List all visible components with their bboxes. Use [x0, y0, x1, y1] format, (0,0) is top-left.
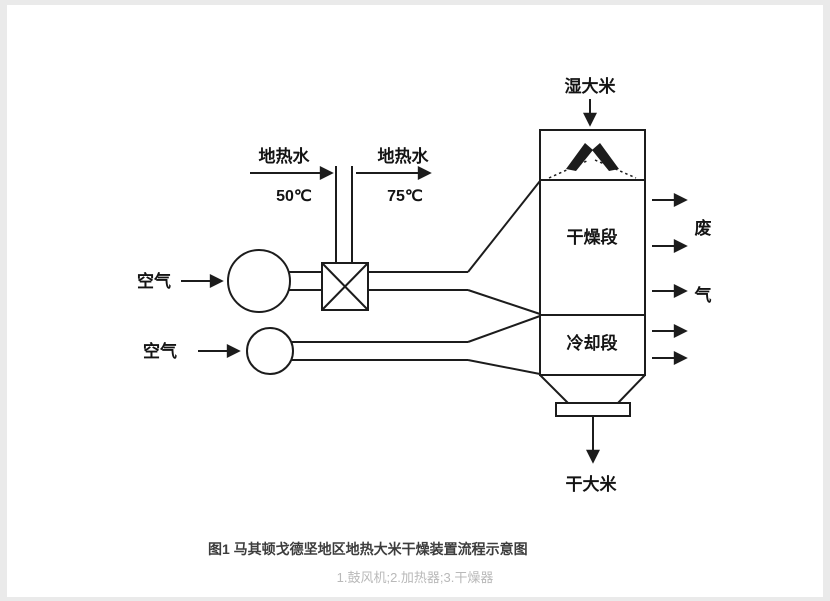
- wet-rice-label: 湿大米: [565, 76, 617, 96]
- air-inlet-label-2: 空气: [143, 341, 177, 361]
- hopper-flange: [555, 402, 631, 417]
- page-edge-bottom: [0, 597, 830, 601]
- waste-gas-label-char-2: 气: [694, 285, 712, 305]
- dryer-tower-outline: [539, 129, 646, 376]
- cooling-section-label: 冷却段: [567, 333, 618, 353]
- blower-2-icon: [246, 327, 294, 375]
- page-edge-top: [0, 0, 830, 5]
- water-temp-label-2: 75℃: [387, 188, 423, 205]
- heater-cross-line: [321, 262, 369, 311]
- figure-legend: 1.鼓风机;2.加热器;3.干燥器: [336, 570, 494, 585]
- hopper: [539, 374, 646, 404]
- geothermal-water-label-2: 地热水: [378, 146, 430, 166]
- spreader-icon: [566, 143, 593, 171]
- duct-line: [467, 289, 541, 315]
- drying-section-label: 干燥段: [567, 227, 618, 247]
- duct-line: [467, 315, 541, 343]
- duct-line: [467, 180, 541, 273]
- air-inlet-label-1: 空气: [137, 271, 171, 291]
- figure-caption: 图1 马其顿戈德坚地区地热大米干燥装置流程示意图: [208, 541, 528, 557]
- page-edge-right: [823, 0, 830, 601]
- blower-1-icon: [227, 249, 291, 313]
- dry-rice-label: 干大米: [566, 474, 618, 494]
- geothermal-water-label-1: 地热水: [259, 146, 311, 166]
- spreader-hatch: [548, 159, 590, 179]
- spreader-icon: [592, 143, 619, 171]
- waste-gas-label-char-1: 废: [695, 218, 712, 238]
- duct-line: [467, 359, 541, 375]
- page-edge-left: [0, 0, 7, 601]
- spreader-hatch: [594, 159, 637, 179]
- water-temp-label-1: 50℃: [276, 188, 312, 205]
